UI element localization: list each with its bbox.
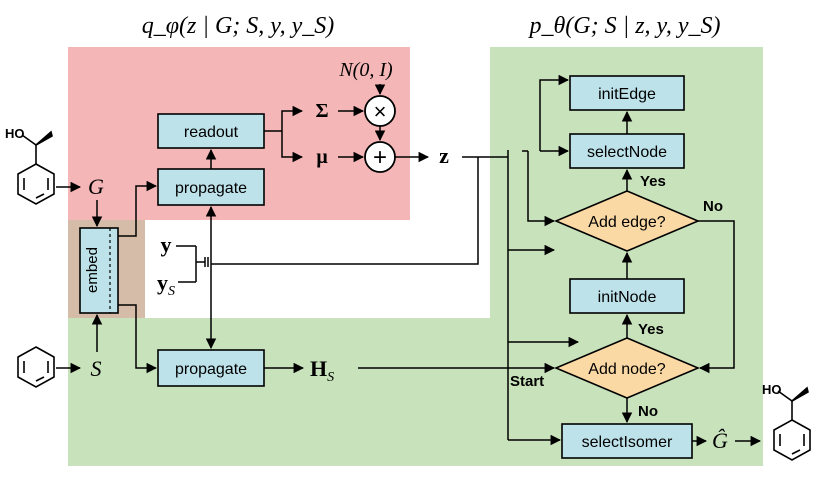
- initEdge-box: [569, 75, 685, 111]
- HS-symbol: HS: [310, 356, 334, 385]
- encoder-title: q_φ(z | G; S, y, y_S): [142, 13, 335, 39]
- initEdge-label: initEdge: [598, 86, 656, 103]
- embed-box: [79, 227, 119, 314]
- propagate-box-top: [157, 168, 265, 206]
- output-ho-label: HO: [762, 382, 782, 397]
- yes-edge-label: Yes: [640, 173, 666, 190]
- z-symbol: z: [439, 143, 449, 168]
- selectIsomer-box: [561, 423, 693, 459]
- prior-label: N(0, I): [338, 59, 393, 81]
- no-node-label: No: [638, 403, 658, 420]
- add-node-label: Add node?: [588, 361, 666, 378]
- selectIsomer-label: selectIsomer: [582, 434, 673, 451]
- mu-symbol: μ: [316, 146, 328, 168]
- y-symbol: y: [161, 232, 172, 257]
- embed-label: embed: [84, 247, 101, 293]
- yS-symbol: yS: [157, 270, 175, 299]
- S-symbol: S: [91, 356, 102, 381]
- readout-label: readout: [184, 124, 239, 141]
- initNode-box: [569, 278, 685, 314]
- sigma-symbol: Σ: [315, 100, 328, 122]
- multiply-symbol: ×: [374, 99, 387, 124]
- selectNode-box: [569, 133, 685, 169]
- add-edge-decision: [553, 190, 701, 252]
- scaffold-molecule: [17, 346, 55, 388]
- initNode-label: initNode: [598, 289, 657, 306]
- propagate-bottom-label: propagate: [175, 361, 247, 378]
- output-molecule: [773, 386, 811, 461]
- input-ho-label: HO: [5, 126, 25, 141]
- G-symbol: G: [88, 174, 104, 199]
- selectNode-label: selectNode: [587, 144, 667, 161]
- connectors: [56, 74, 762, 447]
- yes-node-label: Yes: [638, 321, 664, 338]
- G-hat-symbol: Ĝ: [712, 428, 728, 453]
- add-symbol: +: [373, 144, 387, 171]
- no-edge-label: No: [703, 198, 723, 215]
- start-label: Start: [510, 373, 544, 390]
- input-molecule: [17, 130, 55, 205]
- propagate-top-label: propagate: [175, 180, 247, 197]
- propagate-box-bottom: [157, 349, 265, 387]
- readout-box: [157, 113, 265, 149]
- add-edge-label: Add edge?: [588, 214, 666, 231]
- decoder-title: p_θ(G; S | z, y, y_S): [527, 13, 720, 39]
